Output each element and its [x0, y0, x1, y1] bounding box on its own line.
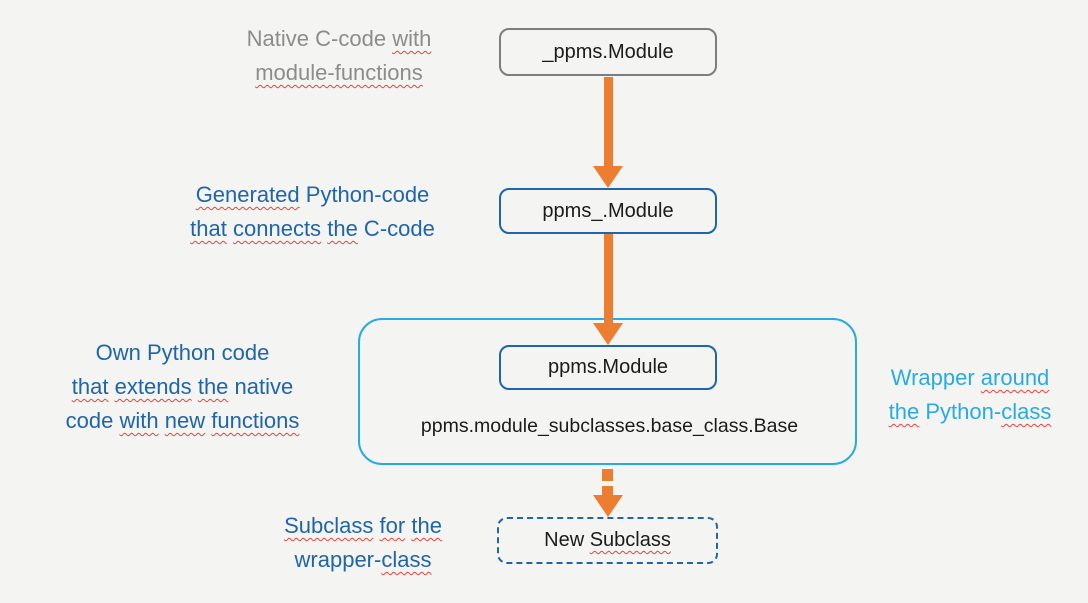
text-span-misspelled: for [379, 513, 406, 538]
arrow-native-to-generated-head [593, 166, 623, 188]
node-label: ppms.Module [547, 356, 669, 378]
text-line: module-functions [219, 56, 459, 90]
text-line: the Python-class [860, 395, 1080, 429]
node-wrapper-module: ppms.Module [499, 345, 717, 390]
text-span-misspelled: the [888, 399, 920, 424]
node-generated-module: ppms_.Module [499, 188, 717, 234]
arrow-native-to-generated-shaft [604, 77, 613, 167]
text-span-misspelled: that [190, 216, 227, 241]
text-span-misspelled: Subclass [589, 529, 671, 551]
text-span-misspelled: Generated [195, 182, 300, 207]
text-span: Python-code [299, 182, 430, 207]
text-span: Own Python code [95, 340, 270, 365]
node-label: _ppms.Module [542, 40, 674, 63]
text-span: Native C-code [246, 26, 393, 51]
node-label: New Subclass [544, 529, 671, 552]
arrow-generated-to-wrapper-shaft [604, 234, 613, 324]
text-span-misspelled: that [71, 374, 109, 399]
arrow-wrapper-to-subclass-dash [602, 469, 613, 481]
text-span: New [544, 529, 590, 551]
text-span-misspelled: module-functions [255, 60, 423, 85]
node-new-subclass: New Subclass [497, 517, 718, 564]
text-span-misspelled: functions [211, 408, 300, 433]
text-span-misspelled: the [197, 374, 229, 399]
arrow-generated-to-wrapper-head [593, 323, 623, 345]
text-span-misspelled: the [327, 216, 358, 241]
text-span-misspelled: with [119, 408, 159, 433]
text-span: Python- [919, 399, 1002, 424]
annotation-native-c-code: Native C-code with module-functions [219, 22, 459, 90]
text-span: C-code [357, 216, 435, 241]
text-span-misspelled: class [381, 547, 432, 572]
text-span-misspelled: extends [114, 374, 192, 399]
text-span-misspelled: the [411, 513, 442, 538]
node-native-module: _ppms.Module [499, 28, 717, 76]
annotation-wrapper-around-class: Wrapper around the Python-class [860, 361, 1080, 429]
arrow-wrapper-to-subclass-dash [602, 486, 613, 496]
arrow-wrapper-to-subclass-head [593, 495, 623, 517]
text-span-misspelled: class [1001, 399, 1052, 424]
text-span-misspelled: with [392, 26, 432, 51]
base-class-path-label: ppms.module_subclasses.base_class.Base [420, 415, 799, 437]
text-line: Wrapper around [860, 361, 1080, 395]
text-line: Generated Python-code [150, 178, 475, 212]
text-span: native [228, 374, 294, 399]
text-line: wrapper-class [253, 543, 473, 577]
text-line: Own Python code [25, 336, 340, 370]
node-label: ppms_.Module [542, 199, 674, 222]
text-line: Native C-code with [219, 22, 459, 56]
text-span-misspelled: Subclass [284, 513, 374, 538]
text-span-misspelled: new [164, 408, 206, 433]
text-span: code [65, 408, 120, 433]
text-span-misspelled: connects [233, 216, 322, 241]
text-span: Wrapper [890, 365, 981, 390]
text-span: wrapper- [294, 547, 382, 572]
text-span-misspelled: around [980, 365, 1050, 390]
